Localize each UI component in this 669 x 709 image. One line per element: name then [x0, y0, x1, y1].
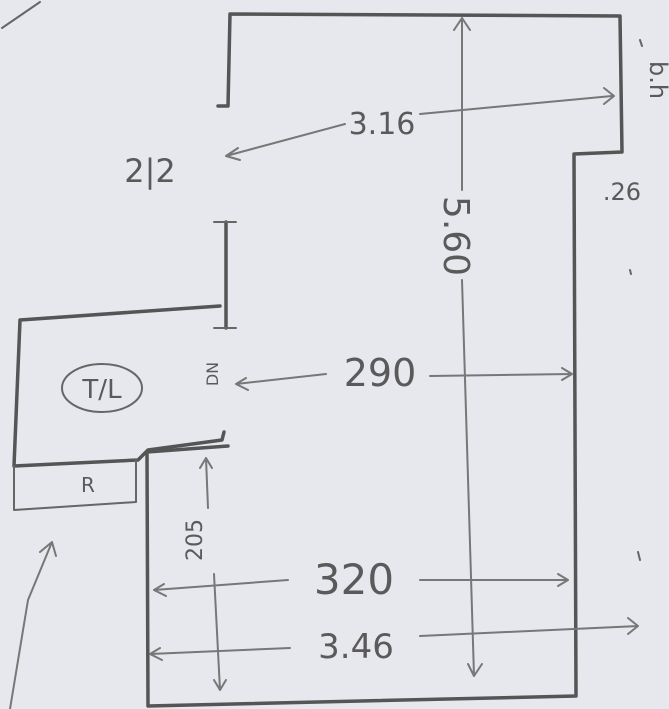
- arrow-to-room-r: [9, 541, 57, 709]
- dim-line-width-bottom: [149, 617, 639, 661]
- label-width-top: 3.16: [349, 107, 416, 142]
- toilet-circle: [61, 363, 143, 413]
- label-width-bottom: 3.46: [318, 627, 394, 667]
- label-top-right-note: b.h: [644, 61, 669, 99]
- wall-tick: [213, 221, 237, 329]
- label-right-offset: .26: [603, 178, 641, 206]
- toilet-block: [12, 304, 226, 468]
- dim-line-height-small: [199, 457, 227, 691]
- dim-line-width-lower: [153, 573, 569, 597]
- outer-wall: [145, 12, 624, 708]
- label-door-dn: DN: [203, 362, 222, 386]
- label-toilet: T/L: [81, 375, 122, 405]
- label-height-small: 205: [183, 519, 208, 561]
- label-opening-left: 2|2: [124, 152, 176, 190]
- dim-line-width-middle: [235, 367, 573, 391]
- label-room-r: R: [81, 473, 95, 497]
- room-r-outline: [13, 459, 137, 511]
- label-width-lower: 320: [314, 555, 394, 604]
- label-width-middle: 290: [344, 351, 417, 395]
- dim-line-height-overall: [453, 17, 483, 677]
- label-height-overall: 5.60: [435, 196, 476, 276]
- corner-stroke: [1, 1, 41, 29]
- dim-line-width-top: [225, 87, 615, 161]
- margin-mark: [629, 39, 643, 561]
